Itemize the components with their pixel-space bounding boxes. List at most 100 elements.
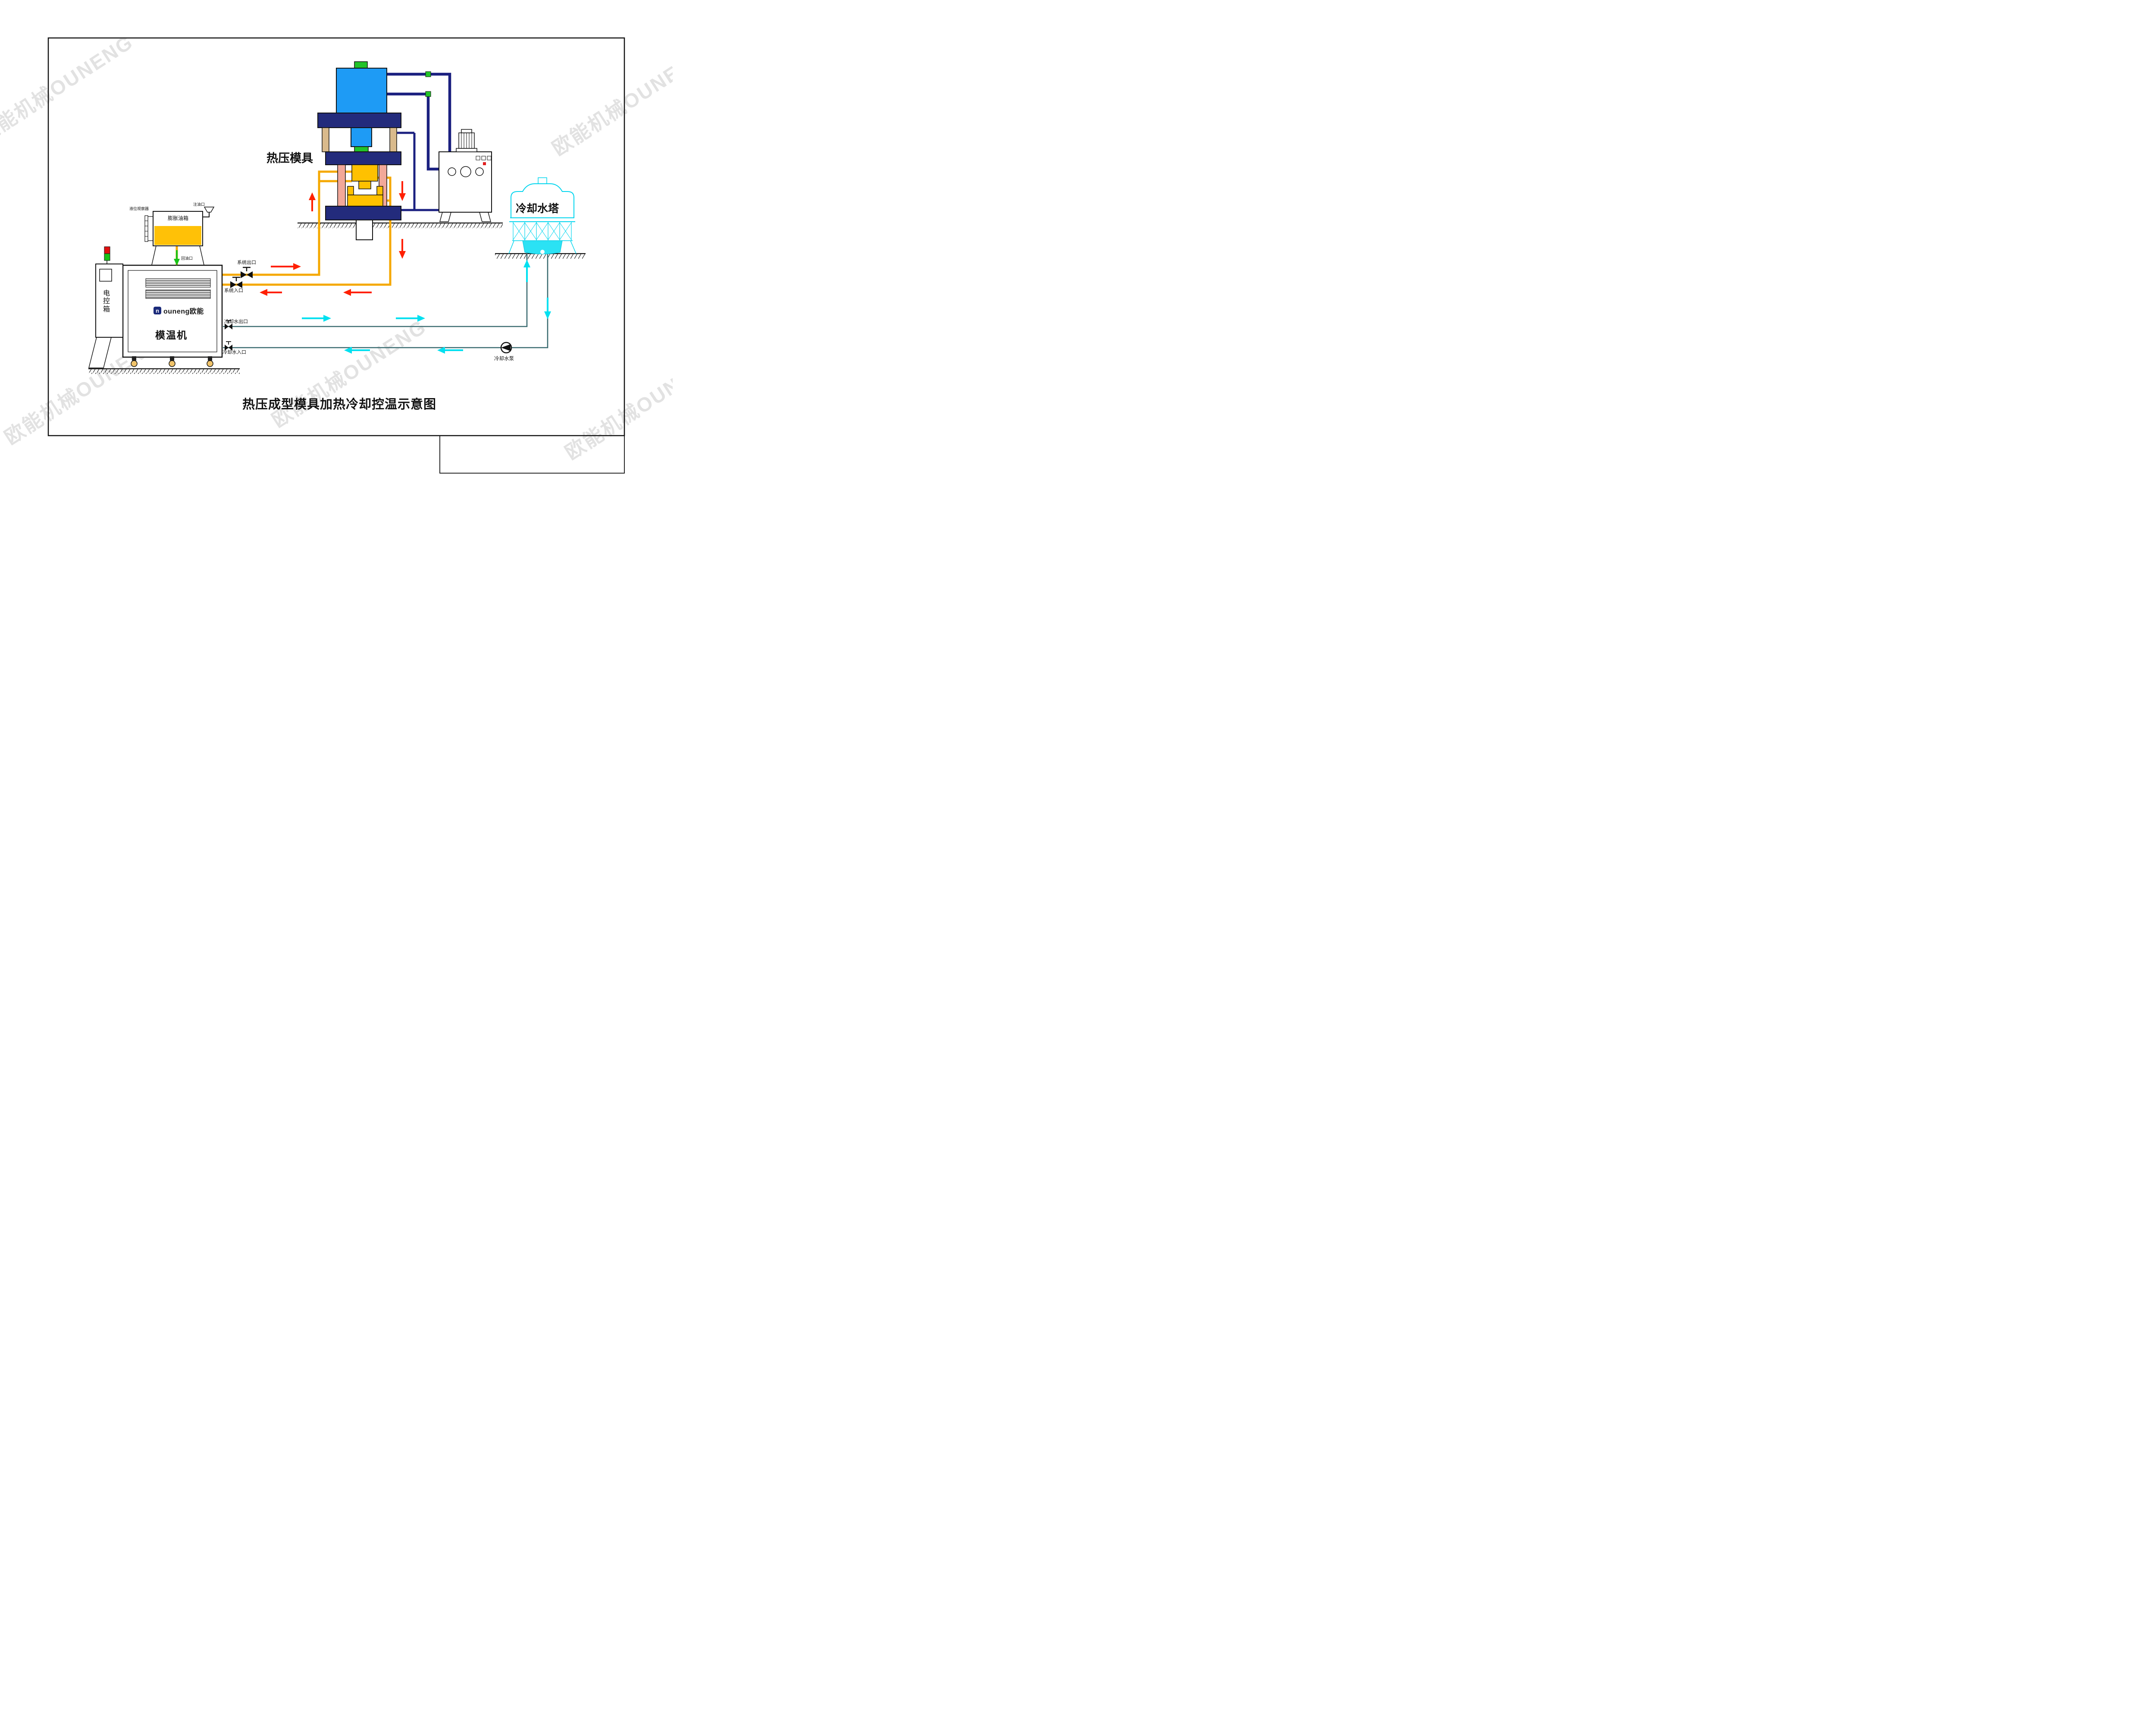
lower-mold-wall (347, 186, 354, 195)
oil-return-port-label: 回油口 (181, 256, 193, 261)
cooling-water-pump (500, 342, 512, 354)
lower-mold-wall (376, 186, 383, 195)
press-column (389, 127, 397, 152)
pipe-connector-green (425, 71, 431, 77)
unit-foot (439, 212, 451, 222)
caster-wheel (169, 360, 175, 367)
signal-lamp-tower (104, 246, 110, 264)
motor-flange (456, 148, 477, 152)
unit-switch (476, 156, 480, 160)
ground-line-tower (495, 253, 586, 259)
cylinder-top-cap (354, 61, 368, 69)
mold-temp-machine (122, 264, 223, 367)
hot-press-machine (317, 61, 401, 240)
basin-drain (540, 250, 545, 254)
system-inlet-valve (230, 276, 242, 288)
signal-lamp-green (104, 253, 110, 261)
page-border (47, 37, 625, 474)
unit-switch (487, 156, 492, 160)
press-cylinder (336, 68, 387, 113)
vent-grille (145, 289, 211, 299)
cooling-tower-label: 冷却水塔 (516, 203, 559, 215)
hydraulic-piping (387, 72, 451, 211)
press-foundation (356, 220, 373, 240)
hydraulic-power-unit (439, 129, 492, 222)
expansion-tank-label: 膨胀油箱 (167, 215, 188, 221)
funnel-pipe (203, 212, 210, 217)
unit-switch (481, 156, 486, 160)
cooling-tower (508, 177, 577, 254)
pressure-gauge (460, 166, 471, 177)
caster-fork (132, 356, 136, 361)
cool-flow-arrows (302, 260, 551, 354)
oil-fill-port-label: 注油口 (193, 202, 205, 207)
level-gauge-label: 液位观察器 (129, 207, 149, 211)
sight-glass-bracket (147, 216, 153, 241)
pipe-connector-green (425, 91, 431, 97)
level-sight-glass (144, 215, 148, 242)
unit-indicator-red (483, 162, 486, 165)
upper-mold-tongue (358, 181, 371, 189)
unit-foot (479, 212, 491, 222)
press-crosshead (317, 113, 401, 128)
tank-oil-level (154, 226, 201, 245)
sight-glass-ticks (145, 220, 148, 237)
brand-logo: n ouneng欧能 (154, 305, 204, 316)
press-column (322, 127, 329, 152)
oil-return-arrowhead (174, 259, 180, 266)
signal-lamp-red (104, 246, 110, 254)
tower-water-basin (522, 240, 563, 254)
lower-mold (347, 195, 383, 207)
caster-fork (170, 356, 174, 361)
system-outlet-valve (241, 267, 253, 278)
tower-lattice (512, 222, 573, 241)
machine-panel (128, 270, 217, 352)
control-box-window (99, 269, 112, 282)
pressure-gauge (448, 167, 456, 176)
ground-line-press (298, 222, 503, 228)
piston-connector (354, 146, 369, 152)
cooling-water-inlet-pipe (223, 253, 548, 348)
electric-control-box (88, 264, 123, 368)
vent-grille (145, 278, 211, 288)
expansion-tank-assembly (144, 207, 215, 266)
cooling-water-outlet-pipe (223, 253, 528, 327)
control-box-support (88, 337, 112, 368)
caster-fork (208, 356, 212, 361)
hot-flow-arrows (260, 181, 406, 296)
unit-cabinet (439, 151, 492, 213)
cooling-inlet-valve (225, 341, 232, 351)
lower-platen (325, 206, 401, 220)
mold-temp-machine-label: 模温机 (155, 330, 188, 341)
press-piston (351, 127, 372, 147)
system-outlet-label: 系统出口 (237, 260, 256, 265)
ouneng-logo-icon: n (154, 307, 161, 314)
caster-wheel (207, 360, 213, 367)
pressure-gauge (475, 167, 484, 176)
tank-stand-leg (151, 245, 204, 265)
hot-oil-supply-pipe (222, 170, 352, 276)
tower-rim (509, 217, 575, 222)
oil-fill-funnel (204, 207, 215, 213)
cooling-water-inlet-label: 冷却水入口 (222, 350, 246, 355)
upper-platen (325, 151, 401, 165)
press-label: 热压模具 (266, 152, 313, 165)
drawing-page: 欧能机械OUNENG 欧能机械OUNENG 欧能机械OUNENG 欧能机械OUN… (0, 0, 673, 476)
system-inlet-label: 系统入口 (224, 288, 243, 293)
guide-pillar (337, 164, 346, 207)
schematic-canvas (47, 37, 625, 474)
cooling-outlet-valve (225, 320, 232, 330)
page-title: 热压成型模具加热冷却控温示意图 (242, 398, 437, 411)
ground-line-machine (88, 368, 240, 374)
electric-control-box-label: 电控箱 (103, 290, 110, 313)
upper-mold (351, 164, 378, 182)
cooling-water-pump-label: 冷却水泵 (494, 356, 514, 361)
pump-impeller (501, 344, 511, 351)
tower-brace (508, 240, 577, 254)
motor-ribs (461, 133, 472, 148)
brand-logo-text: ouneng欧能 (163, 308, 204, 315)
motor-cap (461, 129, 472, 133)
caster-wheel (131, 360, 138, 367)
tower-fan-motor (538, 177, 547, 184)
cooling-water-outlet-label: 冷却水出口 (224, 319, 248, 324)
